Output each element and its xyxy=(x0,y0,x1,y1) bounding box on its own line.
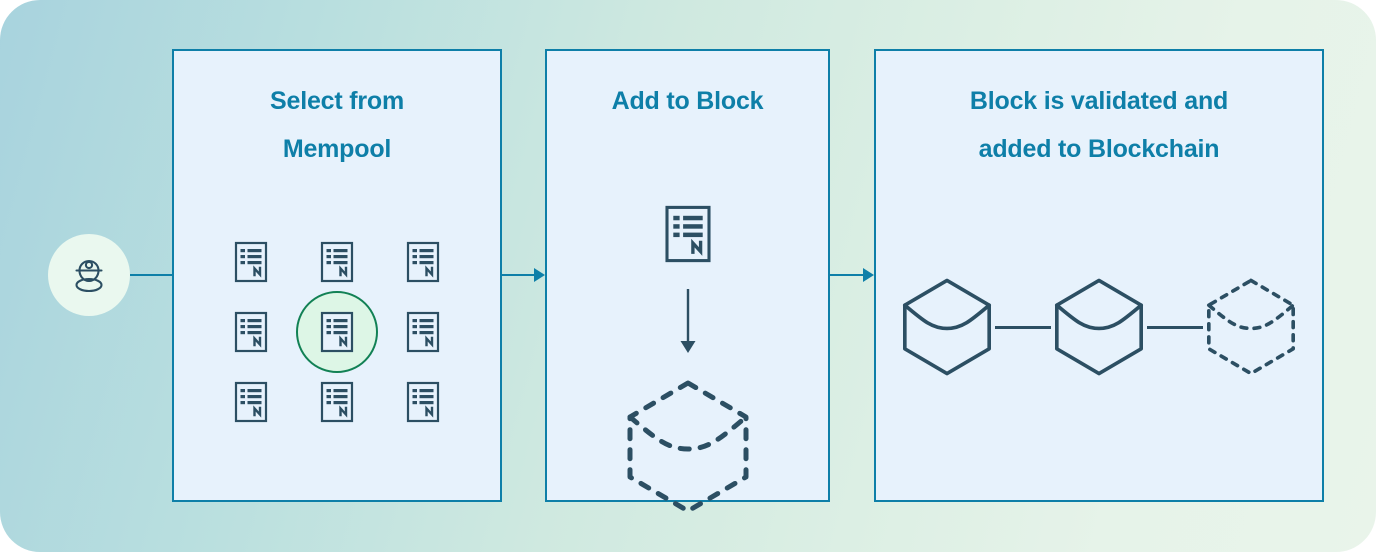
arrow-head xyxy=(863,268,874,282)
transaction-document-icon xyxy=(234,311,268,353)
mempool-transaction-grid xyxy=(174,227,500,437)
chain-connector-2 xyxy=(1147,325,1203,329)
cube-block-icon xyxy=(903,278,992,376)
arrow-head xyxy=(534,268,545,282)
blockchain-chain xyxy=(876,276,1322,378)
arrow-shaft xyxy=(502,274,534,276)
transaction-item[interactable] xyxy=(208,227,294,297)
arrow-mempool-to-block xyxy=(502,268,545,282)
panel-add-to-block: Add to Block xyxy=(545,49,830,514)
chain-block-2 xyxy=(1051,276,1147,378)
transaction-document-icon xyxy=(406,311,440,353)
panel-3-title-line1: Block is validated and xyxy=(969,87,1229,115)
transaction-item[interactable] xyxy=(208,367,294,437)
panel-select-from-mempool: Select from Mempool xyxy=(172,49,502,502)
transaction-document-icon xyxy=(234,381,268,423)
transaction-document-icon xyxy=(320,311,354,353)
chain-block-1 xyxy=(899,276,995,378)
chain-block-3-pending xyxy=(1203,276,1299,378)
arrow-shaft xyxy=(830,274,863,276)
transaction-document-icon xyxy=(406,381,440,423)
transaction-document-icon xyxy=(406,241,440,283)
miner-person-icon xyxy=(67,253,111,297)
arrow-block-to-blockchain xyxy=(830,268,874,282)
cube-block-icon xyxy=(1207,278,1295,376)
panel-3-title: Block is validated and added to Blockcha… xyxy=(876,77,1322,173)
panel-block-validated: Block is validated and added to Blockcha… xyxy=(874,49,1324,502)
transaction-item[interactable] xyxy=(380,367,466,437)
new-block-placeholder xyxy=(622,377,754,522)
actor-to-mempool-connector xyxy=(130,274,173,276)
chain-connector-1 xyxy=(995,325,1051,329)
transaction-item[interactable] xyxy=(208,297,294,367)
panel-3-title-line2: added to Blockchain xyxy=(978,135,1220,163)
panel-2-title-line1: Add to Block xyxy=(611,87,764,115)
transaction-item[interactable] xyxy=(294,227,380,297)
transaction-item[interactable] xyxy=(380,227,466,297)
transaction-document-icon xyxy=(320,381,354,423)
transaction-item-selected[interactable] xyxy=(294,297,380,367)
cube-block-icon xyxy=(627,380,748,514)
transaction-item[interactable] xyxy=(294,367,380,437)
panel-1-title-line1: Select from xyxy=(270,87,404,115)
miner-actor-node xyxy=(48,234,130,316)
transaction-document-icon xyxy=(664,205,711,263)
cube-block-icon xyxy=(1055,278,1143,376)
transaction-item[interactable] xyxy=(380,297,466,367)
panel-2-title: Add to Block xyxy=(547,77,828,125)
arrow-transaction-to-new-block xyxy=(677,289,699,360)
panel-1-title: Select from Mempool xyxy=(174,77,500,173)
transaction-document-icon xyxy=(234,241,268,283)
selected-transaction-icon-wrap xyxy=(660,203,716,270)
panel-1-title-line2: Mempool xyxy=(282,135,392,163)
transaction-document-icon xyxy=(320,241,354,283)
